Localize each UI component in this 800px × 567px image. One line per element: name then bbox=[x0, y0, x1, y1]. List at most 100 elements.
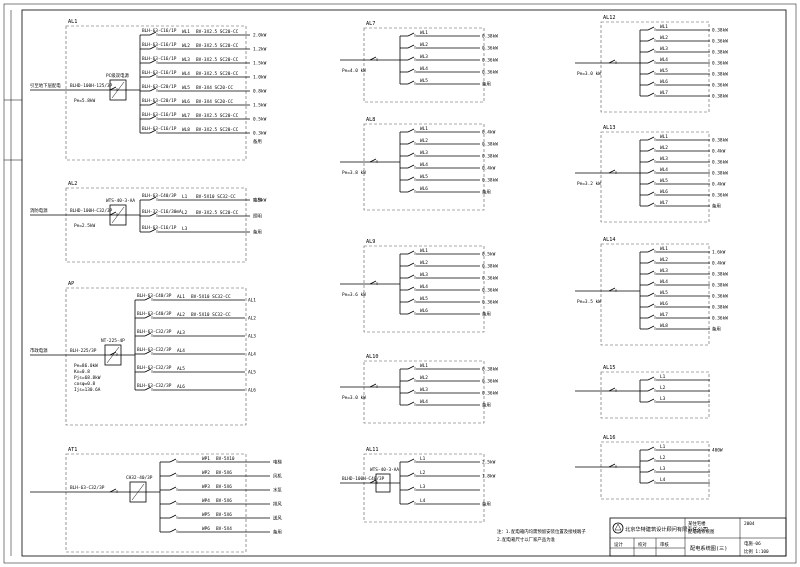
panel-name: AL9 bbox=[366, 239, 375, 245]
circuit-l2: L2 1.8kW bbox=[400, 470, 496, 480]
breaker-symbol bbox=[608, 169, 616, 174]
circuit-load: 400W bbox=[712, 448, 723, 454]
breaker-symbol bbox=[647, 468, 655, 473]
circuit-id: WL1 bbox=[420, 30, 428, 36]
circuit-load: 0.36kW bbox=[712, 294, 728, 300]
circuit-cable: BV-5X6 bbox=[216, 470, 232, 476]
breaker-symbol bbox=[169, 514, 177, 519]
circuit-cable: BV-3X2.5 SC20-CC bbox=[196, 127, 239, 133]
switch-label: PC级双电源 bbox=[106, 72, 129, 79]
circuit-load: 0.36kW bbox=[712, 316, 728, 322]
circuit-load: 0.38kW bbox=[482, 178, 498, 184]
circuit-cable: BV-5X10 SC32-CC bbox=[191, 312, 231, 318]
circuit-id: AL2 bbox=[177, 312, 185, 318]
breaker-symbol bbox=[149, 228, 157, 233]
circuit-id: WL5 bbox=[660, 290, 668, 296]
circuit-breaker-label: BLH-63-C20/1P bbox=[142, 98, 177, 104]
circuit-load: 0.38kW bbox=[712, 171, 728, 177]
circuit-cable: BV-3X4 SC20-CC bbox=[196, 85, 233, 91]
incomer-breaker-label: BLHD-100H-C32/3P bbox=[70, 208, 113, 214]
panel-enclosure bbox=[600, 441, 710, 500]
transfer-switch-box bbox=[109, 204, 127, 226]
breaker-symbol bbox=[647, 259, 655, 264]
circuit-cable: BV-5X10 bbox=[216, 456, 235, 462]
circuit-id: L2 bbox=[420, 470, 426, 476]
breaker-symbol bbox=[647, 446, 655, 451]
panel-rating: Pe=3.5 kW bbox=[577, 299, 601, 305]
circuit-id: WL3 bbox=[182, 57, 190, 63]
circuit-id: WL5 bbox=[660, 68, 668, 74]
breaker-symbol bbox=[647, 81, 655, 86]
circuit-id: WL2 bbox=[420, 260, 428, 266]
panel-kx: Kx=0.8 bbox=[74, 369, 90, 375]
circuit-load: 1.8kW bbox=[482, 474, 496, 480]
circuit-cable: BV-3X2.5 SC20-CC bbox=[196, 57, 239, 63]
circuit-id: L2 bbox=[660, 455, 666, 461]
breaker-symbol bbox=[647, 270, 655, 275]
breaker-symbol bbox=[647, 281, 655, 286]
breaker-symbol bbox=[109, 86, 117, 91]
circuit-id: WL2 bbox=[420, 138, 428, 144]
circuit-load: 备用 bbox=[482, 501, 491, 508]
circuit-breaker-label: BLH-63-C32/3P bbox=[137, 365, 172, 371]
circuit-load: 备用 bbox=[482, 402, 491, 409]
circuit-id: WL1 bbox=[420, 126, 428, 132]
circuit-id: WL7 bbox=[660, 200, 668, 206]
circuit-id: L4 bbox=[660, 477, 666, 483]
circuit-destination: 电梯 bbox=[273, 459, 282, 466]
circuit-cable: BV-5X6 bbox=[216, 484, 232, 490]
circuit-load: 0.36kW bbox=[712, 193, 728, 199]
breaker-symbol bbox=[144, 350, 152, 355]
circuit-destination: AL6 bbox=[248, 388, 256, 394]
circuit-breaker-label: BLH-63-C16/1P bbox=[142, 225, 177, 231]
approved-label: 审核 bbox=[660, 541, 669, 548]
circuit-id: WL3 bbox=[420, 387, 428, 393]
panel-rating: Pe=3.0 kW bbox=[342, 395, 366, 401]
circuit-id: L2 bbox=[660, 385, 666, 391]
circuit-id: AL3 bbox=[177, 330, 185, 336]
transfer-switch-box bbox=[104, 344, 122, 366]
breaker-symbol bbox=[369, 479, 377, 484]
circuit-id: WP1 bbox=[202, 456, 210, 462]
circuit-id: WL4 bbox=[420, 399, 428, 405]
circuit-destination: 送风 bbox=[273, 515, 282, 522]
circuit-load: 1.0kW bbox=[253, 75, 267, 81]
circuit-load: 备用 bbox=[482, 81, 491, 88]
circuit-breaker-label: BLH-63-C16/1P bbox=[142, 56, 177, 62]
breaker-symbol bbox=[647, 292, 655, 297]
transfer-switch-box bbox=[129, 481, 147, 503]
circuit-id: AL1 bbox=[177, 294, 185, 300]
circuit-id: WP5 bbox=[202, 512, 210, 518]
circuit-cable: BV-5X10 SC32-CC bbox=[191, 294, 231, 300]
circuit-load: 备用 bbox=[482, 311, 491, 318]
panel-enclosure bbox=[600, 371, 710, 419]
circuit-id: WL4 bbox=[660, 57, 668, 63]
breaker-symbol bbox=[407, 56, 415, 61]
circuit-breaker-label: BLH-63-C40/3P bbox=[137, 293, 172, 299]
circuit-destination: 照明 bbox=[253, 214, 262, 220]
transfer-switch-diagonal bbox=[131, 483, 145, 501]
incomer-breaker-label: BLH-63-C32/3P bbox=[70, 485, 105, 491]
breaker-symbol bbox=[407, 188, 415, 193]
circuit-destination: 水泵 bbox=[273, 487, 282, 494]
breaker-symbol bbox=[647, 37, 655, 42]
circuit-l4: L4 bbox=[640, 477, 710, 484]
circuit-id: WL3 bbox=[420, 272, 428, 278]
